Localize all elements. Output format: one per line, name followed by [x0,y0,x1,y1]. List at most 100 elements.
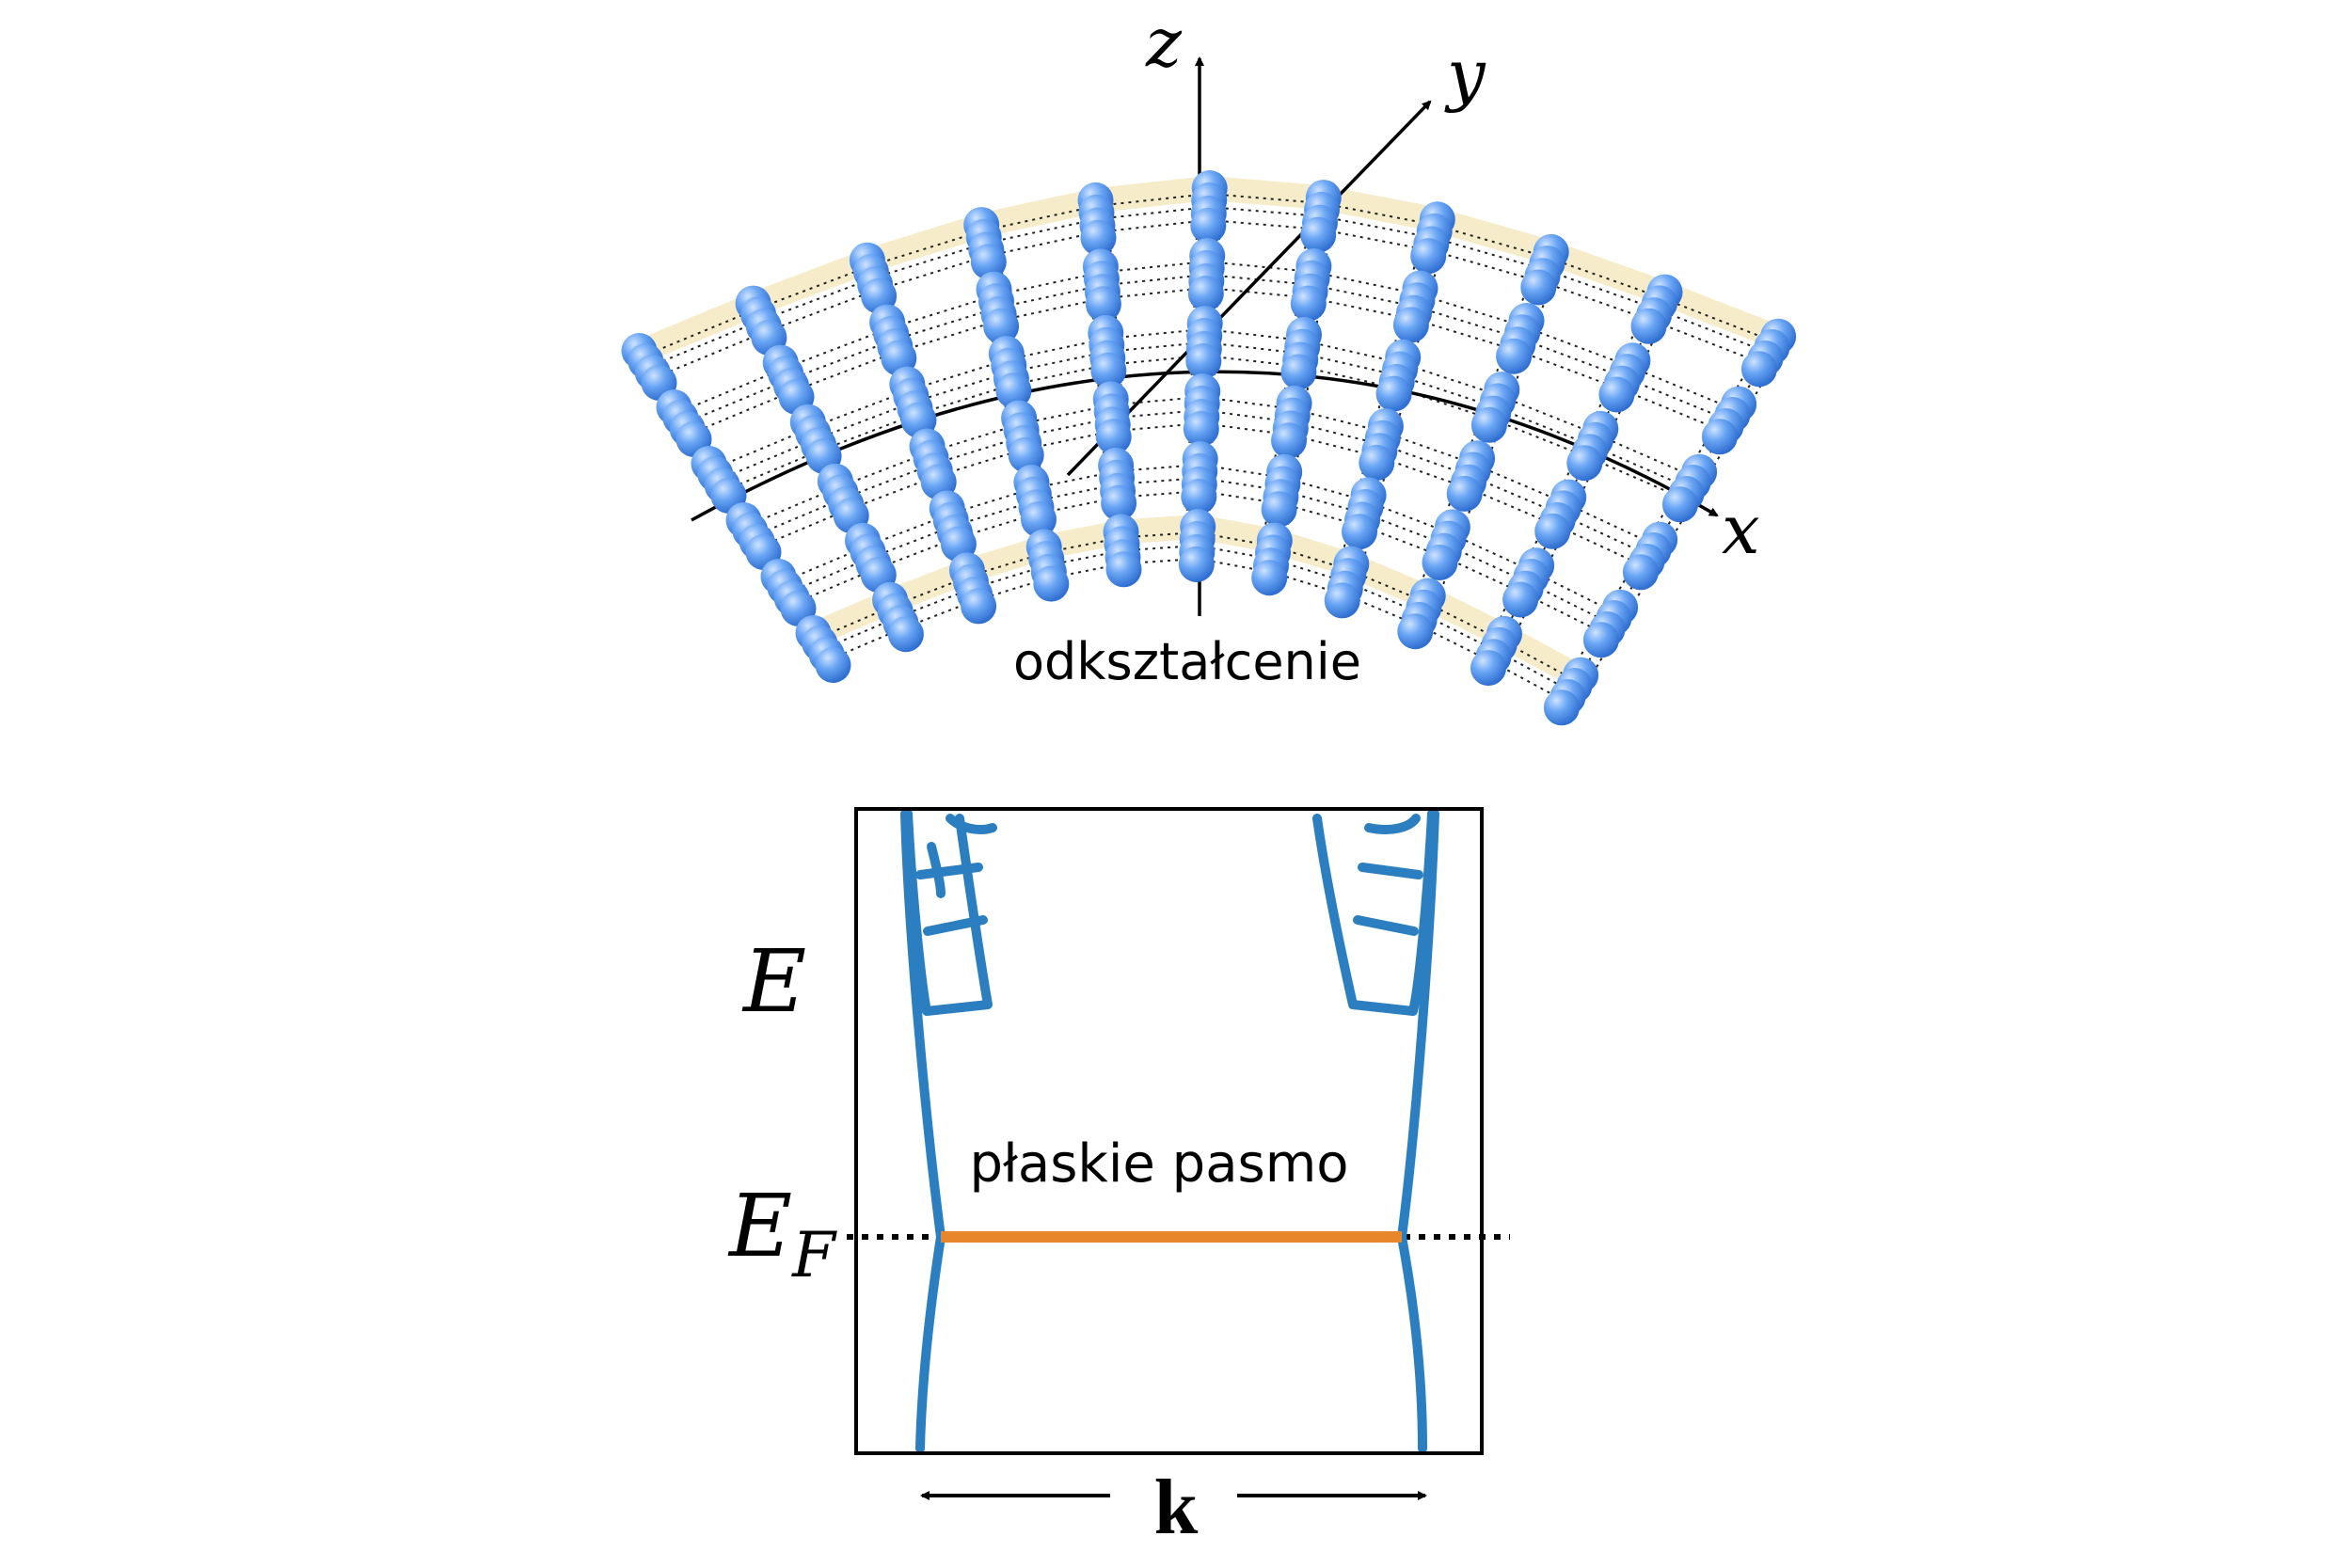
lattice-diagram: z y x odkształcenie [621,3,1797,726]
atom-dimer [789,404,842,474]
atom-sphere [1622,554,1659,591]
energy-axis-label: E [741,931,806,1032]
atom-dimer [1520,233,1569,306]
atom-sphere [1740,351,1777,388]
atom-sphere [1080,219,1117,256]
atom-dimer [988,336,1032,409]
atom-dimer [1300,180,1342,253]
atom-dimer [762,344,815,415]
atom-dimer [1077,182,1117,256]
atom-dimer [1534,479,1587,549]
lattice-row-bond [718,341,1691,489]
atom-sphere [1392,307,1429,343]
atom-dimer [795,615,851,683]
atom-sphere [1397,613,1434,650]
atom-dimer [948,552,997,625]
fermi-energy-main: E [727,1176,792,1276]
atom-dimer [1181,441,1218,515]
atom-dimer [1446,440,1496,512]
atom-dimer [1103,514,1142,588]
atom-dimer [1740,318,1797,388]
atom-sphere [1251,560,1288,596]
atom-sphere [1630,308,1667,344]
atom-dimer [1251,522,1293,596]
atom-sphere [1187,276,1224,311]
atom-sphere [1090,352,1127,388]
atom-sphere [970,244,1007,280]
atom-dimer [1375,339,1422,412]
atom-sphere [1470,650,1506,687]
atom-dimer [1324,546,1370,619]
atom-dimer [760,559,817,626]
flat-band-label: płaskie pasmo [969,1133,1348,1195]
atom-dimer [889,366,937,438]
atom-dimer [656,389,712,457]
atom-sphere [1183,411,1219,447]
atom-sphere [1105,551,1142,588]
right-band-branches [1312,809,1439,1453]
strain-caption: odkształcenie [1013,632,1361,691]
atom-sphere [1290,285,1327,322]
atom-dimer [1261,453,1303,528]
atom-dimer [1092,381,1132,455]
atom-sphere [1496,338,1533,374]
lattice-row-bond [718,354,1691,502]
atom-dimer [1271,385,1312,459]
atom-dimer [1661,453,1718,523]
atom-dimer [1543,657,1599,726]
atom-sphere [1185,343,1222,379]
atom-dimer [1088,314,1127,388]
atom-dimer [1422,509,1470,580]
atom-sphere [1566,445,1603,482]
atom-sphere [1375,375,1412,412]
left-band-branches [900,809,997,1453]
atom-dimer [1280,316,1322,390]
atom-sphere [1470,406,1507,443]
lattice-row-bond [683,260,1730,411]
atom-sphere [1661,486,1698,523]
atom-sphere [1534,513,1571,549]
atom-sphere [1181,479,1217,515]
atom-sphere [995,372,1032,409]
atom-sphere [1021,501,1057,538]
atom-dimer [725,502,782,570]
atom-sphere [1520,269,1557,306]
lattice-row-bond [718,327,1691,476]
atom-dimer [1082,248,1121,323]
fermi-energy-label: EF [727,1176,837,1291]
atom-sphere [1008,436,1044,473]
x-axis-label: x [1722,490,1760,569]
atom-dimer [1630,274,1683,344]
atom-dimer [1025,529,1070,602]
atom-dimer [1185,306,1223,379]
atom-sphere [1095,419,1132,455]
atom-dimer [1582,589,1639,658]
atom-sphere [1271,422,1307,459]
atom-sphere [1410,238,1447,275]
atom-dimer [1392,270,1438,343]
atom-dimer [1701,386,1757,455]
atom-dimer [1098,447,1137,521]
atom-dimer [1183,373,1221,447]
atom-dimer [976,271,1020,344]
atom-dimer [1410,201,1455,275]
atom-sphere [1324,582,1360,619]
atom-dimer [1342,477,1387,550]
atom-dimer [1187,238,1226,311]
atom-sphere [1359,444,1395,481]
atom-sphere [983,308,1020,344]
lattice-row-bond [683,286,1730,437]
atom-sphere [1261,491,1297,528]
atom-sphere [815,647,851,683]
lattice-atoms [621,170,1797,726]
atom-dimer [1397,578,1446,650]
y-axis-label: y [1444,35,1486,114]
atom-dimer [1001,400,1044,473]
lattice-column-bond [1570,352,1770,692]
atom-dimer [1290,248,1332,322]
atom-dimer [845,522,897,594]
atom-sphere [1502,581,1539,618]
atom-dimer [929,490,977,562]
fermi-energy-subscript: F [791,1219,837,1291]
